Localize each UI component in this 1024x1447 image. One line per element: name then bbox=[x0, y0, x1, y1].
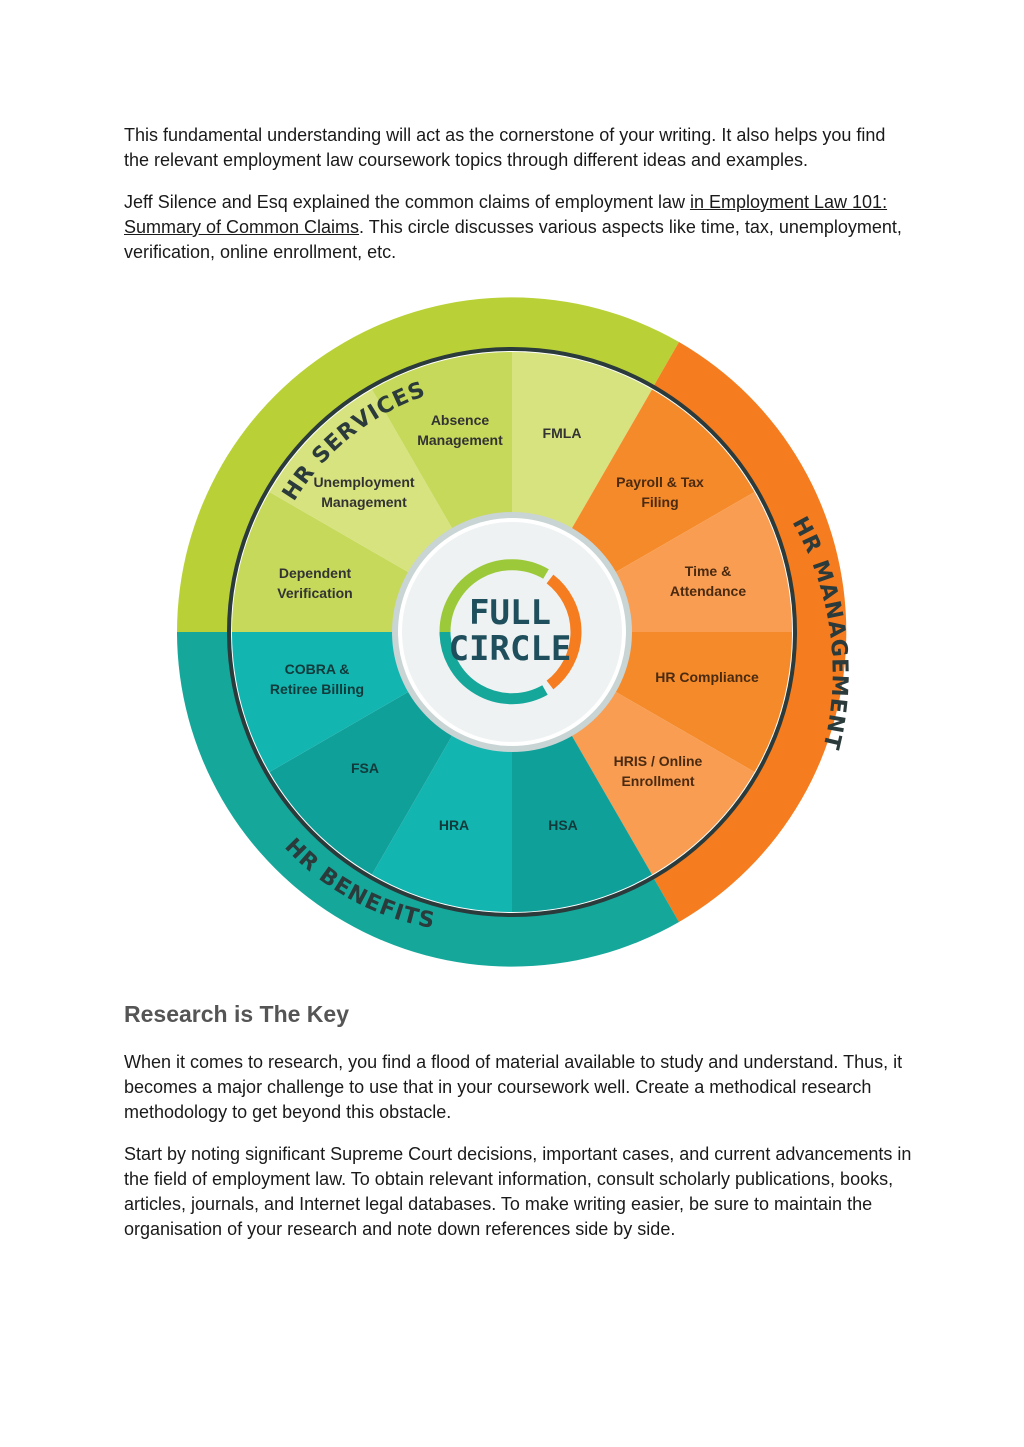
hra-label: HRA bbox=[439, 817, 469, 833]
center-orange-arc bbox=[546, 574, 582, 690]
claims-paragraph: Jeff Silence and Esq explained the commo… bbox=[124, 190, 914, 265]
hsa-label: HSA bbox=[548, 817, 578, 833]
time-label: Time &Attendance bbox=[670, 563, 746, 599]
compliance-label: HR Compliance bbox=[655, 669, 759, 685]
section-heading: Research is The Key bbox=[124, 1001, 350, 1027]
fsa-label: FSA bbox=[351, 760, 379, 776]
research-paragraph-1: When it comes to research, you find a fl… bbox=[124, 1052, 903, 1122]
cobra-label: COBRA &Retiree Billing bbox=[270, 661, 364, 697]
center-title-line2: CIRCLE bbox=[449, 629, 572, 669]
center-green-arc bbox=[439, 559, 549, 633]
claims-text-start: Jeff Silence and Esq explained the commo… bbox=[124, 192, 690, 212]
center-teal-arc bbox=[439, 631, 548, 705]
intro-paragraph: This fundamental understanding will act … bbox=[124, 125, 886, 170]
research-paragraph-2: Start by noting significant Supreme Cour… bbox=[124, 1144, 912, 1239]
employment-law-101-link[interactable]: in Employment Law 101: Summary of Common… bbox=[124, 192, 888, 237]
claims-text-end: . This circle discusses various aspects … bbox=[124, 217, 902, 262]
fmla-label: FMLA bbox=[543, 425, 582, 441]
center-title-line1: FULL bbox=[469, 593, 551, 633]
full-circle-diagram: FULL CIRCLE HR SERVICES HR MANAGEMENT HR… bbox=[177, 297, 850, 967]
